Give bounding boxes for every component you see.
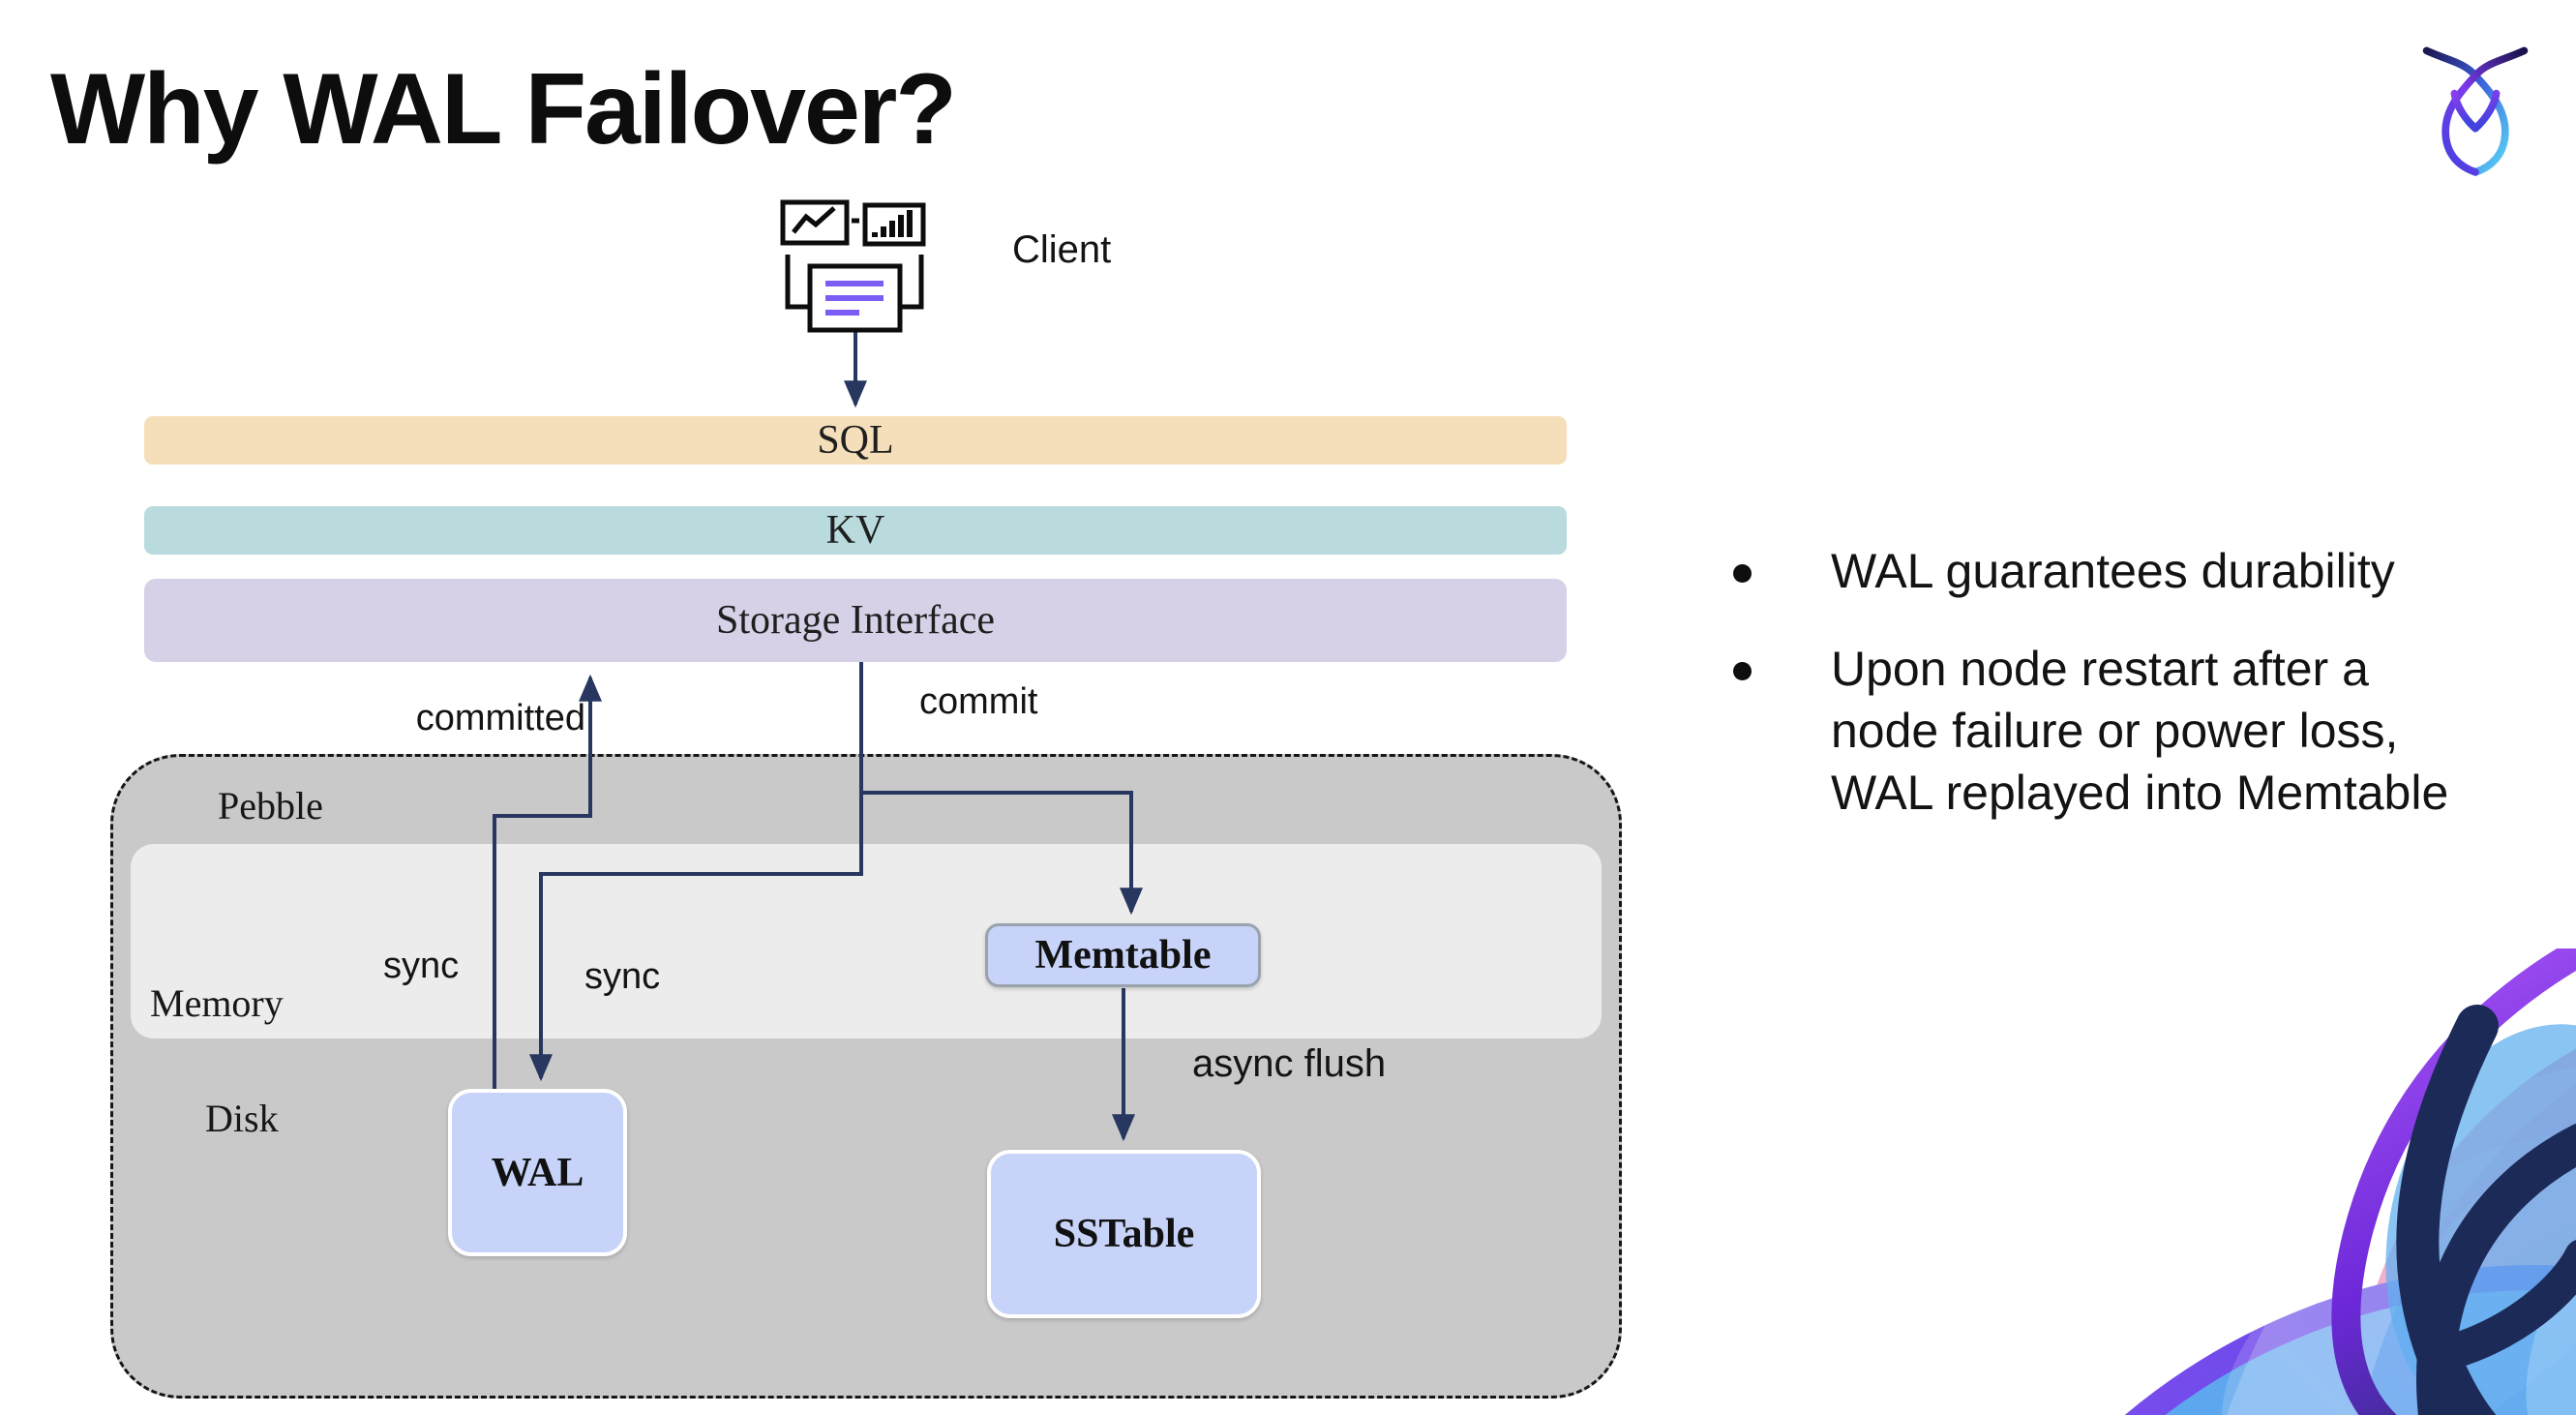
bracket-right [896, 255, 924, 310]
cockroachdb-logo-icon [2422, 46, 2529, 176]
bracket-left [785, 255, 813, 310]
memory-region [131, 844, 1602, 1039]
memtable-label: Memtable [1034, 933, 1212, 978]
sstable-label: SSTable [1053, 1212, 1195, 1256]
bullet-dot [1733, 662, 1752, 680]
sphere-shapes [2125, 948, 2576, 1415]
layer-kv: KV [144, 506, 1567, 555]
memtable-node: Memtable [985, 923, 1261, 987]
async-flush-edge-label: async flush [1192, 1042, 1387, 1085]
bullet-item: Upon node restart after a node failure o… [1831, 642, 2449, 820]
sync-left-edge-label: sync [383, 946, 460, 986]
brand-sphere-art [2125, 948, 2576, 1415]
layer-sql: SQL [144, 416, 1567, 465]
client-label: Client [1012, 228, 1112, 271]
client-icon [780, 199, 926, 333]
wal-node: WAL [448, 1089, 627, 1256]
disk-label: Disk [205, 1097, 279, 1140]
bullet-dot [1733, 564, 1752, 583]
pebble-label: Pebble [218, 784, 323, 828]
commit-edge-label: commit [919, 681, 1038, 722]
layer-storage-label: Storage Interface [716, 598, 995, 643]
layer-kv-label: KV [825, 508, 885, 553]
logo-glyph [2422, 46, 2529, 176]
line-chart-icon [780, 199, 850, 246]
page-title: Why WAL Failover? [50, 53, 957, 166]
layer-storage-interface: Storage Interface [144, 579, 1567, 662]
memory-label: Memory [150, 981, 284, 1025]
bullet-item: WAL guarantees durability [1831, 544, 2395, 598]
wal-label: WAL [491, 1150, 584, 1195]
sync-right-edge-label: sync [584, 956, 661, 997]
document-icon [807, 263, 903, 333]
sstable-node: SSTable [987, 1150, 1261, 1318]
committed-edge-label: committed [415, 698, 585, 738]
layer-sql-label: SQL [817, 418, 894, 463]
bar-chart-icon [862, 202, 926, 247]
